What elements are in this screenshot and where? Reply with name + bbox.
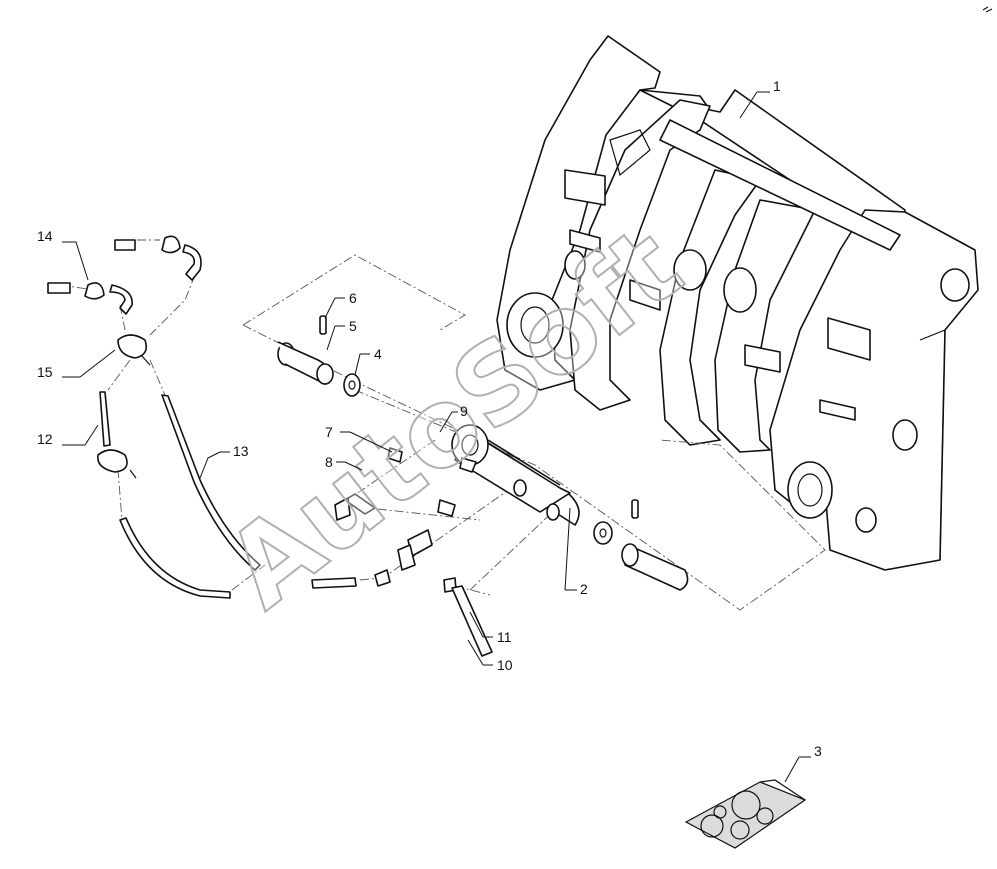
callout-3: 3	[814, 743, 822, 759]
callout-1: 1	[773, 78, 781, 94]
callout-8: 8	[325, 454, 333, 470]
callout-11: 11	[497, 629, 512, 645]
watermark: AutoSoft	[203, 202, 705, 633]
watermark-text: AutoSoft	[204, 203, 704, 632]
fittings	[334, 447, 493, 657]
callout-4: 4	[374, 346, 382, 362]
hoses	[47, 235, 357, 599]
callout-15: 15	[37, 364, 53, 380]
callout-9: 9	[460, 403, 468, 419]
corner-mark	[982, 6, 993, 13]
callout-5: 5	[349, 318, 357, 334]
frame-assembly	[496, 35, 979, 571]
callout-12: 12	[37, 431, 53, 447]
callout-14: 14	[37, 228, 53, 244]
leader-lines	[62, 91, 811, 783]
pin-group-upper	[277, 315, 361, 397]
callout-13: 13	[233, 443, 249, 459]
callout-2: 2	[580, 581, 588, 597]
cylinder	[451, 424, 580, 526]
callout-labels: 1 2 3 4 5 6 7 8 9 10 11 12 13 14 15	[37, 78, 822, 759]
pin-group-lower	[593, 499, 689, 591]
callout-7: 7	[325, 424, 333, 440]
callout-6: 6	[349, 290, 357, 306]
seal-kit	[684, 779, 807, 849]
callout-10: 10	[497, 657, 513, 673]
